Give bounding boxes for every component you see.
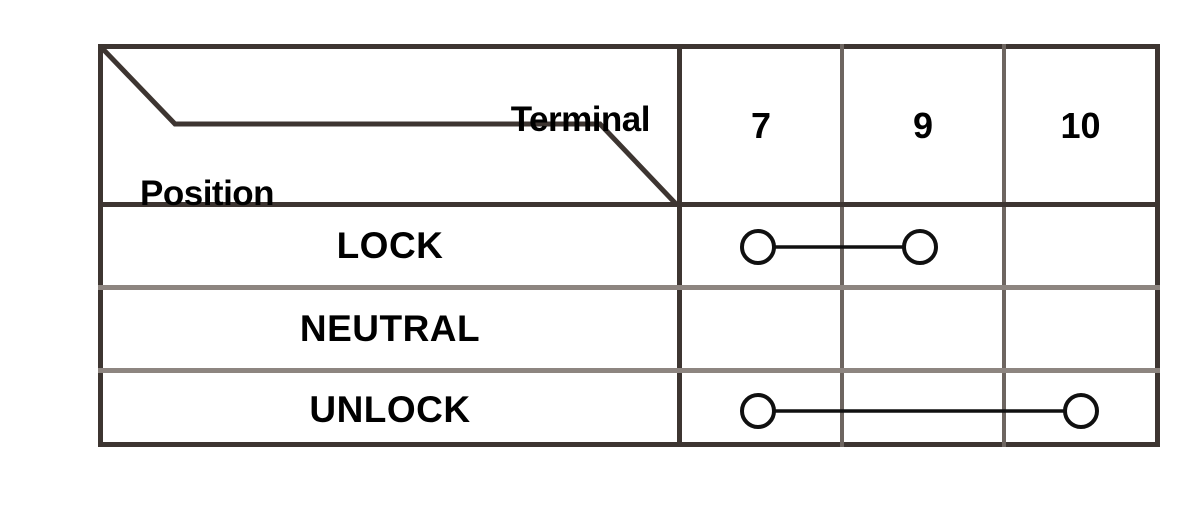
terminal-header-label: 10 xyxy=(1060,104,1101,146)
column-divider-3 xyxy=(1002,44,1006,447)
position-row-label-unlock: UNLOCK xyxy=(103,373,677,447)
position-row-label-lock: LOCK xyxy=(103,207,677,285)
table-frame xyxy=(98,44,1160,447)
column-divider-1 xyxy=(677,44,682,447)
row-label-text: NEUTRAL xyxy=(299,308,481,349)
row-label-text: UNLOCK xyxy=(309,389,471,430)
row-axis-label: Position xyxy=(140,174,275,213)
terminal-header-label: 9 xyxy=(912,104,934,146)
terminal-header-label: 7 xyxy=(750,104,772,146)
corner-diagonal-divider xyxy=(98,44,681,207)
terminal-column-header-10: 10 xyxy=(1006,49,1155,202)
row-divider-neutral-unlock xyxy=(98,368,1160,373)
row-divider-lock-neutral xyxy=(98,285,1160,290)
corner-header-cell: Terminal Position xyxy=(98,44,682,213)
terminal-column-header-9: 9 xyxy=(844,49,1002,202)
position-row-label-neutral: NEUTRAL xyxy=(103,290,677,368)
column-axis-label: Terminal xyxy=(510,100,651,139)
row-divider-header xyxy=(98,202,1160,207)
terminal-column-header-7: 7 xyxy=(682,49,840,202)
row-label-text: LOCK xyxy=(336,225,444,266)
